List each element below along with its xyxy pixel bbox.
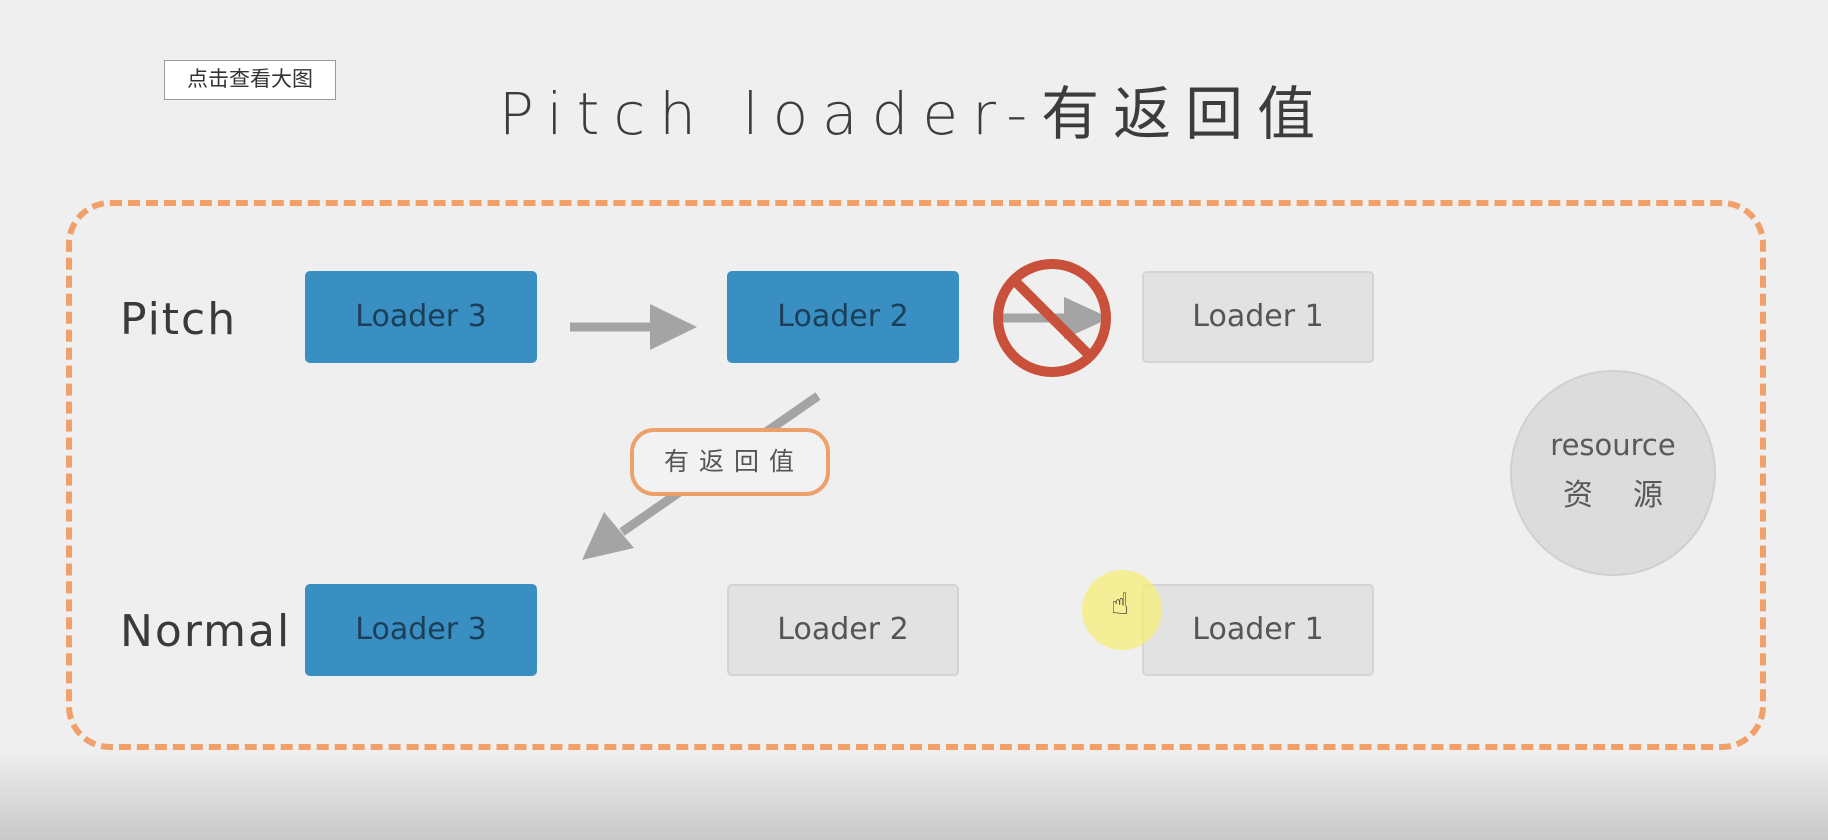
arrow-right-icon xyxy=(570,304,697,350)
resource-circle: resource 资源 xyxy=(1510,370,1716,576)
return-value-label: 有返回值 xyxy=(630,428,830,496)
pitch-loader-2: Loader 2 xyxy=(727,271,959,363)
cursor-highlight xyxy=(1082,570,1162,650)
normal-loader-2: Loader 2 xyxy=(727,584,959,676)
bottom-fade xyxy=(0,750,1828,840)
pitch-loader-1: Loader 1 xyxy=(1142,271,1374,363)
view-large-image-button[interactable]: 点击查看大图 xyxy=(164,60,336,100)
resource-label-en: resource xyxy=(1550,428,1676,462)
page-title: Pitch loader-有返回值 xyxy=(498,80,1330,148)
dashed-frame xyxy=(66,200,1766,750)
prohibited-sign-icon xyxy=(993,259,1111,377)
pitch-row-label: Pitch xyxy=(120,294,238,345)
resource-label-cn: 资源 xyxy=(1563,478,1703,513)
normal-loader-3: Loader 3 xyxy=(305,584,537,676)
normal-row-label: Normal xyxy=(120,606,292,657)
normal-loader-1: Loader 1 xyxy=(1142,584,1374,676)
pitch-loader-3: Loader 3 xyxy=(305,271,537,363)
hand-pointer-icon: ☝ xyxy=(1111,587,1130,622)
